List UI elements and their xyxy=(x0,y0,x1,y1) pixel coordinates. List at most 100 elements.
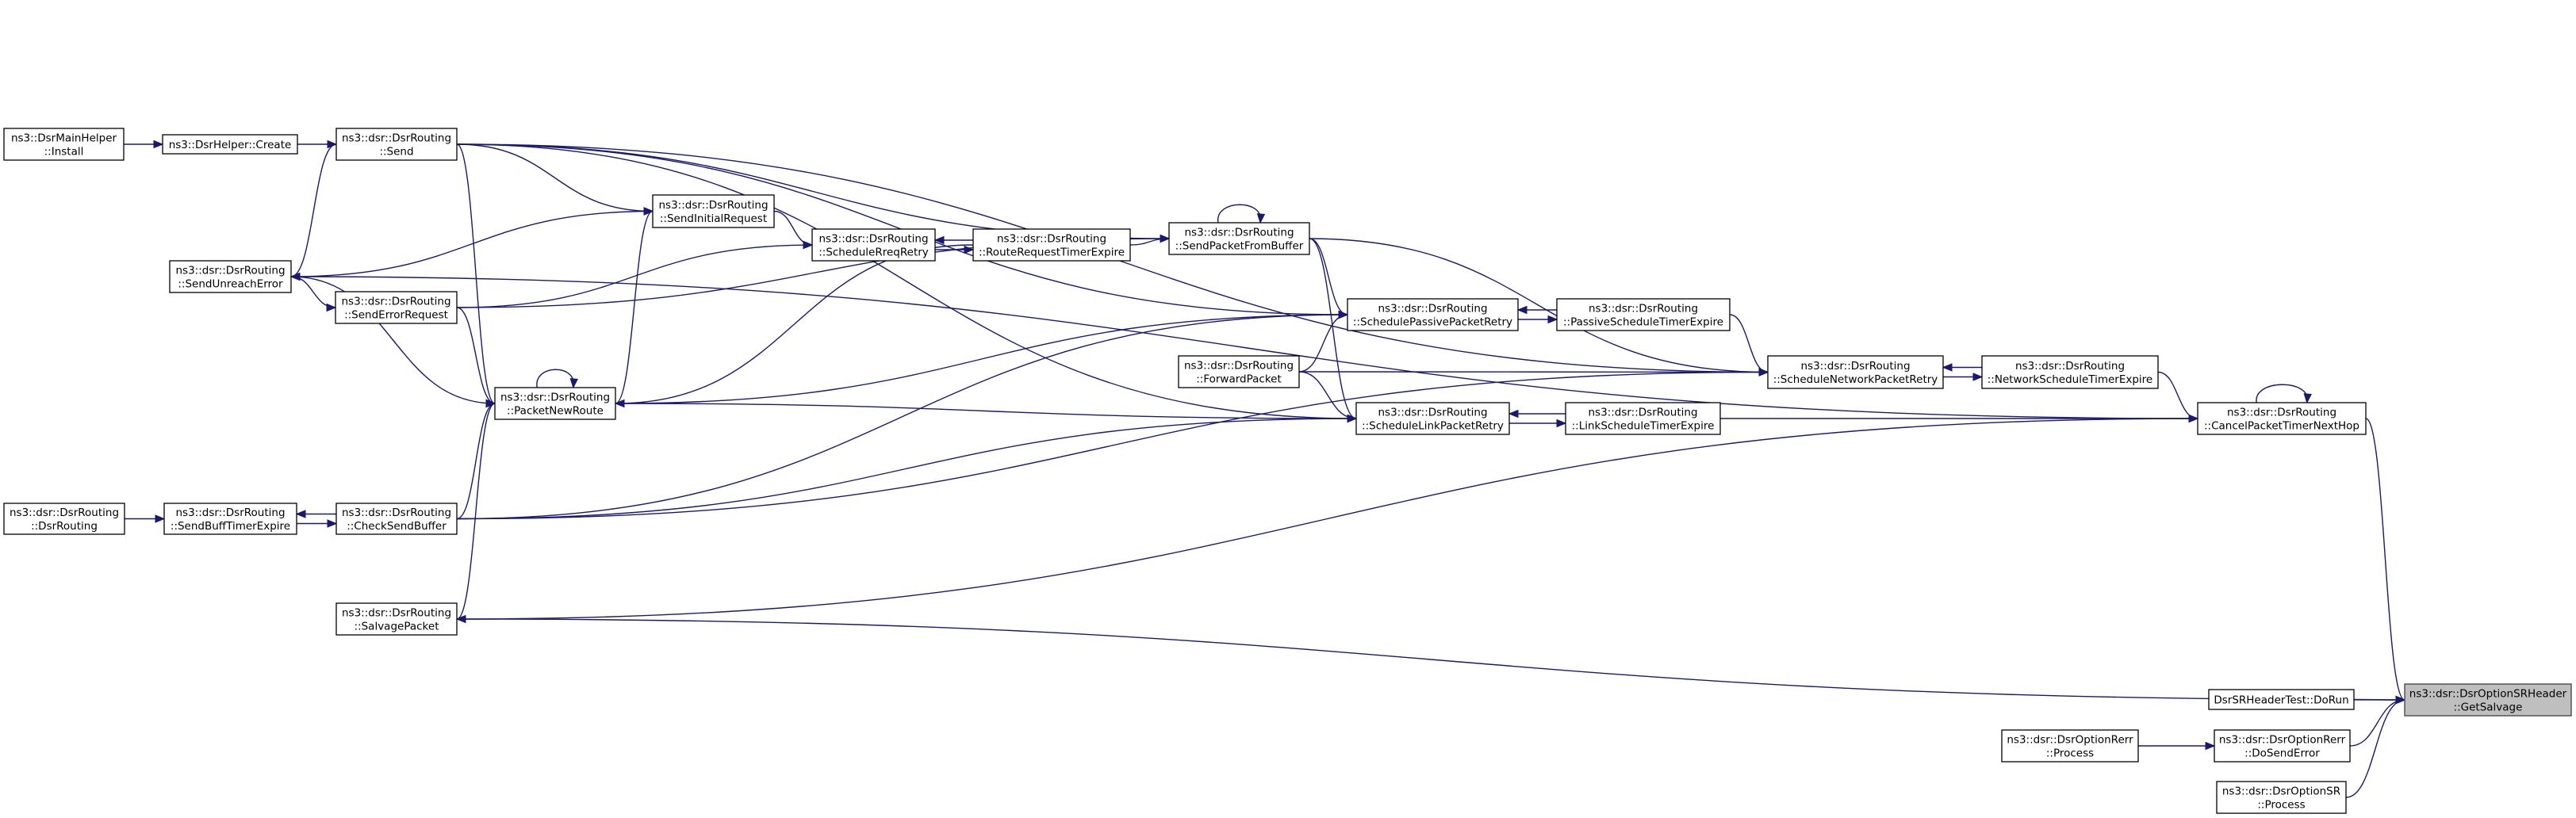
node-label-line: ::SendUnreachError xyxy=(178,278,283,291)
node-box xyxy=(1168,222,1310,255)
edge-cancel-timer-to-get-salvage xyxy=(2365,418,2405,701)
node-label-line: ::NetworkScheduleTimerExpire xyxy=(1988,373,2153,386)
edge-send-err-req-to-sched-rreq xyxy=(456,244,813,308)
node-box xyxy=(494,387,616,420)
node-send-unreach[interactable]: ns3::dsr::DsrRouting::SendUnreachError xyxy=(169,260,292,293)
arrowhead-icon xyxy=(1547,315,1558,324)
arrowhead-icon xyxy=(1758,368,1769,377)
edge-network-timer-to-cancel-timer xyxy=(2157,371,2198,419)
node-send[interactable]: ns3::dsr::DsrRouting::Send xyxy=(335,128,458,161)
node-rerr-process[interactable]: ns3::dsr::DsrOptionRerr::Process xyxy=(2001,729,2139,763)
node-sr-process[interactable]: ns3::dsr::DsrOptionSR::Process xyxy=(2216,781,2347,814)
node-label-line: ns3::dsr::DsrRouting xyxy=(1378,407,1487,419)
node-box xyxy=(3,128,125,161)
node-packet-new-route[interactable]: ns3::dsr::DsrRouting::PacketNewRoute xyxy=(494,387,616,420)
node-box xyxy=(162,134,298,155)
edges-layer xyxy=(124,140,2406,798)
arrowhead-icon xyxy=(153,140,164,149)
node-send-pkt-buf[interactable]: ns3::dsr::DsrRouting::SendPacketFromBuff… xyxy=(1168,222,1310,255)
node-label-line: ns3::dsr::DsrRouting xyxy=(342,506,451,519)
node-label-line: ns3::dsr::DsrOptionRerr xyxy=(2007,734,2133,747)
node-box xyxy=(335,503,458,535)
node-label-line: ns3::dsr::DsrRouting xyxy=(342,132,451,145)
node-sched-link[interactable]: ns3::dsr::DsrRouting::ScheduleLinkPacket… xyxy=(1355,402,1510,435)
node-sched-rreq[interactable]: ns3::dsr::DsrRouting::ScheduleRreqRetry xyxy=(811,228,936,262)
arrowhead-icon xyxy=(933,235,945,245)
node-label-line: ns3::dsr::DsrRouting xyxy=(175,506,285,519)
node-box xyxy=(2208,689,2355,710)
arrowhead-icon xyxy=(1972,373,1984,381)
node-label-line: ::SchedulePassivePacketRetry xyxy=(1353,316,1512,329)
node-salvage-pkt[interactable]: ns3::dsr::DsrRouting::SalvagePacket xyxy=(335,602,458,636)
edge-send-to-send-init-req xyxy=(456,143,654,212)
arrowhead-icon xyxy=(295,510,306,518)
node-dsr-routing[interactable]: ns3::dsr::DsrRouting::DsrRouting xyxy=(3,503,125,535)
node-send-buff-timer[interactable]: ns3::dsr::DsrRouting::SendBuffTimerExpir… xyxy=(163,503,297,535)
node-label-line: ns3::dsr::DsrOptionSR xyxy=(2222,786,2340,798)
edge-send-unreach-to-send-init-req xyxy=(290,210,654,277)
node-network-timer[interactable]: ns3::dsr::DsrRouting::NetworkScheduleTim… xyxy=(1981,355,2159,389)
node-send-err-req[interactable]: ns3::dsr::DsrRouting::SendErrorRequest xyxy=(335,291,458,324)
node-send-init-req[interactable]: ns3::dsr::DsrRouting::SendInitialRequest xyxy=(652,194,775,228)
arrowhead-icon xyxy=(1256,213,1266,224)
arrowhead-icon xyxy=(2303,393,2312,404)
node-label-line: ::CheckSendBuffer xyxy=(347,520,447,533)
arrowhead-icon xyxy=(1347,414,1358,423)
node-label-line: ::PacketNewRoute xyxy=(507,405,604,418)
arrowhead-icon xyxy=(289,272,301,281)
node-sched-network[interactable]: ns3::dsr::DsrRouting::ScheduleNetworkPac… xyxy=(1767,355,1944,389)
node-label-line: ::CancelPacketTimerNextHop xyxy=(2204,420,2359,433)
node-cancel-timer[interactable]: ns3::dsr::DsrRouting::CancelPacketTimerN… xyxy=(2197,402,2367,435)
node-passive-timer[interactable]: ns3::dsr::DsrRouting::PassiveScheduleTim… xyxy=(1556,298,1731,331)
edge-send-pkt-buf-to-sched-link xyxy=(1309,238,1357,419)
node-box xyxy=(1355,402,1510,435)
node-sched-passive[interactable]: ns3::dsr::DsrRouting::SchedulePassivePac… xyxy=(1347,298,1519,331)
node-get-salvage[interactable]: ns3::dsr::DsrOptionSRHeader::GetSalvage xyxy=(2404,683,2572,717)
node-label-line: ns3::dsr::DsrRouting xyxy=(1589,303,1698,315)
node-label-line: ::SendBuffTimerExpire xyxy=(171,520,290,533)
edge-check-send-buf-to-packet-new-route xyxy=(456,403,496,520)
nodes-layer: ns3::DsrMainHelper::Install ns3::DsrHelpe… xyxy=(3,128,2572,814)
node-label-line: ns3::dsr::DsrRouting xyxy=(175,265,285,277)
edge-send-unreach-to-packet-new-route xyxy=(290,276,496,404)
node-label-line: ::Process xyxy=(2257,799,2305,812)
edge-forward-pkt-to-sched-link xyxy=(1298,371,1357,419)
node-do-run[interactable]: DsrSRHeaderTest::DoRun xyxy=(2208,689,2355,710)
arrowhead-icon xyxy=(643,207,654,216)
node-do-send-error[interactable]: ns3::dsr::DsrOptionRerr::DoSendError xyxy=(2214,729,2351,763)
edge-send-to-send-pkt-buf xyxy=(456,143,1170,239)
arrowhead-icon xyxy=(614,399,625,408)
arrowhead-icon xyxy=(155,514,166,523)
node-route-req-timer[interactable]: ns3::dsr::DsrRouting::RouteRequestTimerE… xyxy=(972,228,1131,262)
node-label-line: ::DoSendError xyxy=(2244,747,2320,760)
node-link-timer[interactable]: ns3::dsr::DsrRouting::LinkScheduleTimerE… xyxy=(1565,402,1721,435)
node-box xyxy=(1565,402,1721,435)
edge-packet-new-route-to-sched-passive xyxy=(615,314,1348,404)
edge-check-send-buf-to-sched-network xyxy=(456,371,1769,520)
arrowhead-icon xyxy=(569,378,578,389)
node-label-line: ::ScheduleNetworkPacketRetry xyxy=(1773,373,1938,386)
node-label-line: ::Process xyxy=(2046,747,2094,760)
node-box xyxy=(335,128,458,161)
edge-send-to-packet-new-route xyxy=(456,143,496,404)
node-label-line: ::DsrRouting xyxy=(31,520,98,533)
edge-salvage-pkt-to-get-salvage xyxy=(456,618,2405,701)
edge-packet-new-route-to-packet-new-route xyxy=(536,369,574,388)
edge-send-err-req-to-packet-new-route xyxy=(456,307,496,404)
arrowhead-icon xyxy=(326,303,337,312)
node-forward-pkt[interactable]: ns3::dsr::DsrRouting::ForwardPacket xyxy=(1178,355,1300,388)
arrowhead-icon xyxy=(485,399,496,408)
node-box xyxy=(1767,355,1944,389)
node-check-send-buf[interactable]: ns3::dsr::DsrRouting::CheckSendBuffer xyxy=(335,503,458,535)
edge-send-pkt-buf-to-send-pkt-buf xyxy=(1217,204,1261,224)
edge-send-to-sched-link xyxy=(456,143,1357,419)
node-install[interactable]: ns3::DsrMainHelper::Install xyxy=(3,128,125,161)
node-create[interactable]: ns3::DsrHelper::Create xyxy=(162,134,298,155)
edge-send-unreach-to-send-err-req xyxy=(290,276,336,308)
node-box xyxy=(1347,298,1519,331)
node-box xyxy=(2404,683,2572,717)
edge-send-init-req-to-sched-rreq xyxy=(773,210,813,246)
node-box xyxy=(3,503,125,535)
edge-cancel-timer-to-cancel-timer xyxy=(2256,384,2308,403)
node-box xyxy=(2214,729,2351,763)
